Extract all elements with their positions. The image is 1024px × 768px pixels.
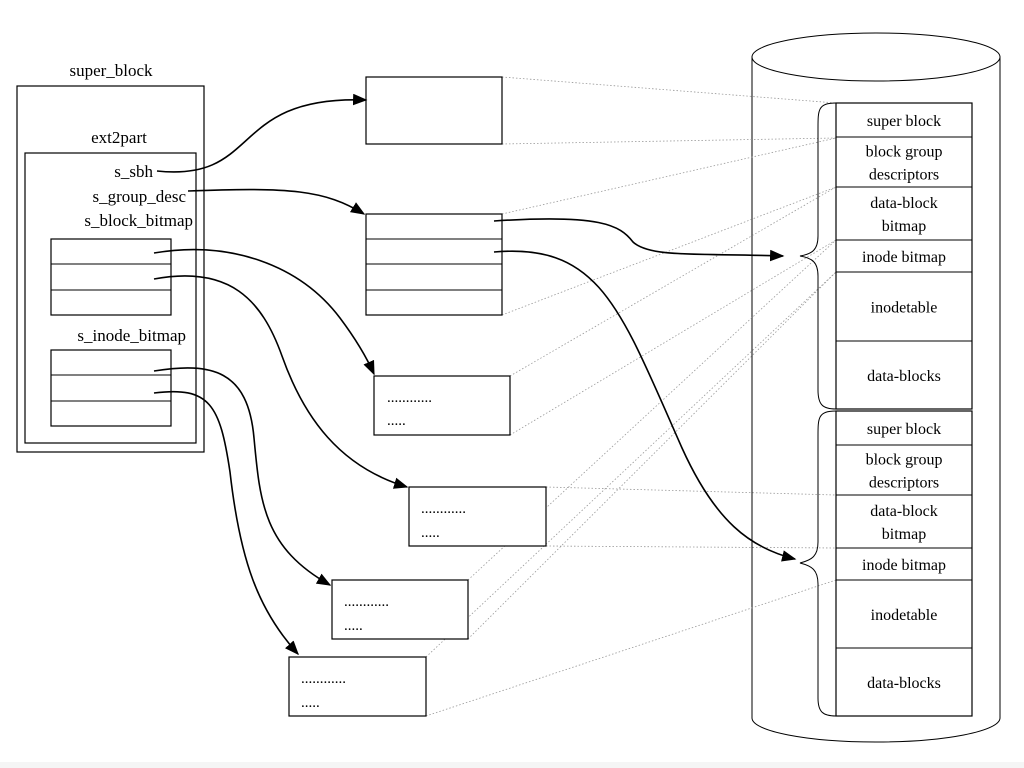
- disk-cell-label: bitmap: [882, 526, 926, 543]
- disk-cell-label: data-blocks: [867, 675, 941, 692]
- cylinder-top: [751, 32, 1001, 82]
- group-brace-2: [799, 410, 837, 717]
- block-group-box: [835, 102, 973, 410]
- dotted-line: [545, 486, 837, 496]
- dotted-line: [467, 271, 837, 640]
- block-bitmap-to-buffer-2-arrow: [153, 275, 409, 489]
- bitmap-buffer-box: [408, 486, 547, 547]
- disk-cell-label: data-block: [870, 503, 938, 520]
- bitmap-buffer-2: ............ .....: [408, 486, 547, 547]
- disk-cell-label: descriptors: [869, 475, 939, 492]
- cylinder-body: [751, 57, 1001, 743]
- dotted-line: [501, 137, 837, 145]
- s-sbh-label: s_sbh: [114, 162, 153, 181]
- s-sbh-arrow: [156, 93, 368, 173]
- dotted-line: [501, 186, 837, 316]
- block-bitmap-array-box: [50, 238, 172, 316]
- dotted-line: [425, 579, 837, 717]
- disk-cell-label: bitmap: [882, 218, 926, 235]
- super-block-label: super_block: [69, 61, 153, 80]
- disk-cell-label: data-blocks: [867, 368, 941, 385]
- disk-cell-label: block group: [866, 452, 943, 469]
- inode-bitmap-to-buffer-3-arrow: [153, 367, 332, 586]
- block-group-box: [835, 410, 973, 717]
- group-desc-array: [365, 213, 503, 316]
- bitmap-buffer-box: [373, 375, 511, 436]
- bitmap-buffer-3: ............ .....: [331, 579, 469, 640]
- disk-cell-label: inodetable: [871, 300, 938, 317]
- dotted-line: [545, 545, 837, 549]
- inode-bitmap-array-box: [50, 349, 172, 427]
- disk-block-groups: super block block group descriptors data-bl…: [835, 102, 973, 717]
- disk-cell-label: data-block: [870, 195, 938, 212]
- buffer-dots-short: .....: [387, 413, 406, 429]
- disk-cell-label: descriptors: [869, 167, 939, 184]
- buffer-dots-long: ............: [421, 501, 466, 517]
- dotted-mapping-lines: [425, 76, 837, 717]
- s-block-bitmap-label: s_block_bitmap: [84, 211, 193, 230]
- disk-cell-label: super block: [867, 421, 941, 438]
- dotted-line: [425, 271, 837, 658]
- s-group-desc-label: s_group_desc: [93, 187, 187, 206]
- pointer-arrows: [153, 93, 797, 656]
- block-bitmap-array: [50, 238, 172, 316]
- dotted-line: [467, 239, 837, 581]
- dotted-line: [509, 239, 837, 436]
- s-group-desc-arrow: [187, 188, 366, 215]
- buffer-dots-short: .....: [301, 695, 320, 711]
- disk-cylinder: [751, 32, 1001, 743]
- buffer-dots-long: ............: [344, 594, 389, 610]
- disk-cell-label: inodetable: [871, 607, 938, 624]
- super-block-struct: super_block ext2part s_sbh s_group_desc …: [16, 61, 205, 453]
- buffer-dots-long: ............: [301, 671, 346, 687]
- bottom-edge: [0, 762, 1024, 768]
- buffer-dots-short: .....: [344, 618, 363, 634]
- inode-bitmap-array: [50, 349, 172, 427]
- bitmap-buffer-box: [331, 579, 469, 640]
- bitmap-buffer-1: ............ .....: [373, 375, 511, 436]
- disk-cell-label: block group: [866, 144, 943, 161]
- dotted-line: [501, 137, 837, 215]
- buffer-dots-long: ............: [387, 390, 432, 406]
- dotted-line: [501, 76, 837, 104]
- s-inode-bitmap-label: s_inode_bitmap: [77, 326, 186, 345]
- block-group-2: super block block group descriptors data-bl…: [835, 410, 973, 717]
- block-bitmap-to-buffer-1-arrow: [153, 248, 375, 376]
- dotted-line: [509, 186, 837, 377]
- group-desc-to-inode-bitmap-2-arrow: [493, 250, 797, 562]
- disk-cell-label: inode bitmap: [862, 557, 946, 574]
- buffer-dots-short: .....: [421, 525, 440, 541]
- superblock-buffer-box: [365, 76, 503, 145]
- block-group-1: super block block group descriptors data-bl…: [835, 102, 973, 410]
- inode-bitmap-to-buffer-4-arrow: [153, 390, 299, 656]
- disk-cell-label: super block: [867, 113, 941, 130]
- bitmap-buffer-box: [288, 656, 427, 717]
- disk-cell-label: inode bitmap: [862, 249, 946, 266]
- bitmap-buffer-4: ............ .....: [288, 656, 427, 717]
- group-brace-1: [799, 102, 837, 410]
- group-desc-to-inode-bitmap-1-arrow: [493, 218, 785, 262]
- ext2part-label: ext2part: [91, 128, 147, 147]
